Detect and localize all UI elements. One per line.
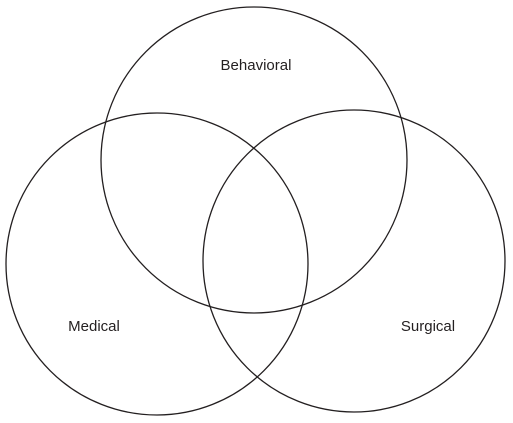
set-behavioral: Behavioral bbox=[100, 6, 408, 314]
set-medical: Medical bbox=[5, 112, 309, 416]
medical-circle bbox=[5, 112, 309, 416]
surgical-label: Surgical bbox=[401, 318, 455, 335]
behavioral-circle bbox=[100, 6, 408, 314]
surgical-circle bbox=[202, 109, 506, 413]
behavioral-label: Behavioral bbox=[221, 57, 292, 74]
medical-label: Medical bbox=[68, 318, 120, 335]
set-surgical: Surgical bbox=[202, 109, 506, 413]
